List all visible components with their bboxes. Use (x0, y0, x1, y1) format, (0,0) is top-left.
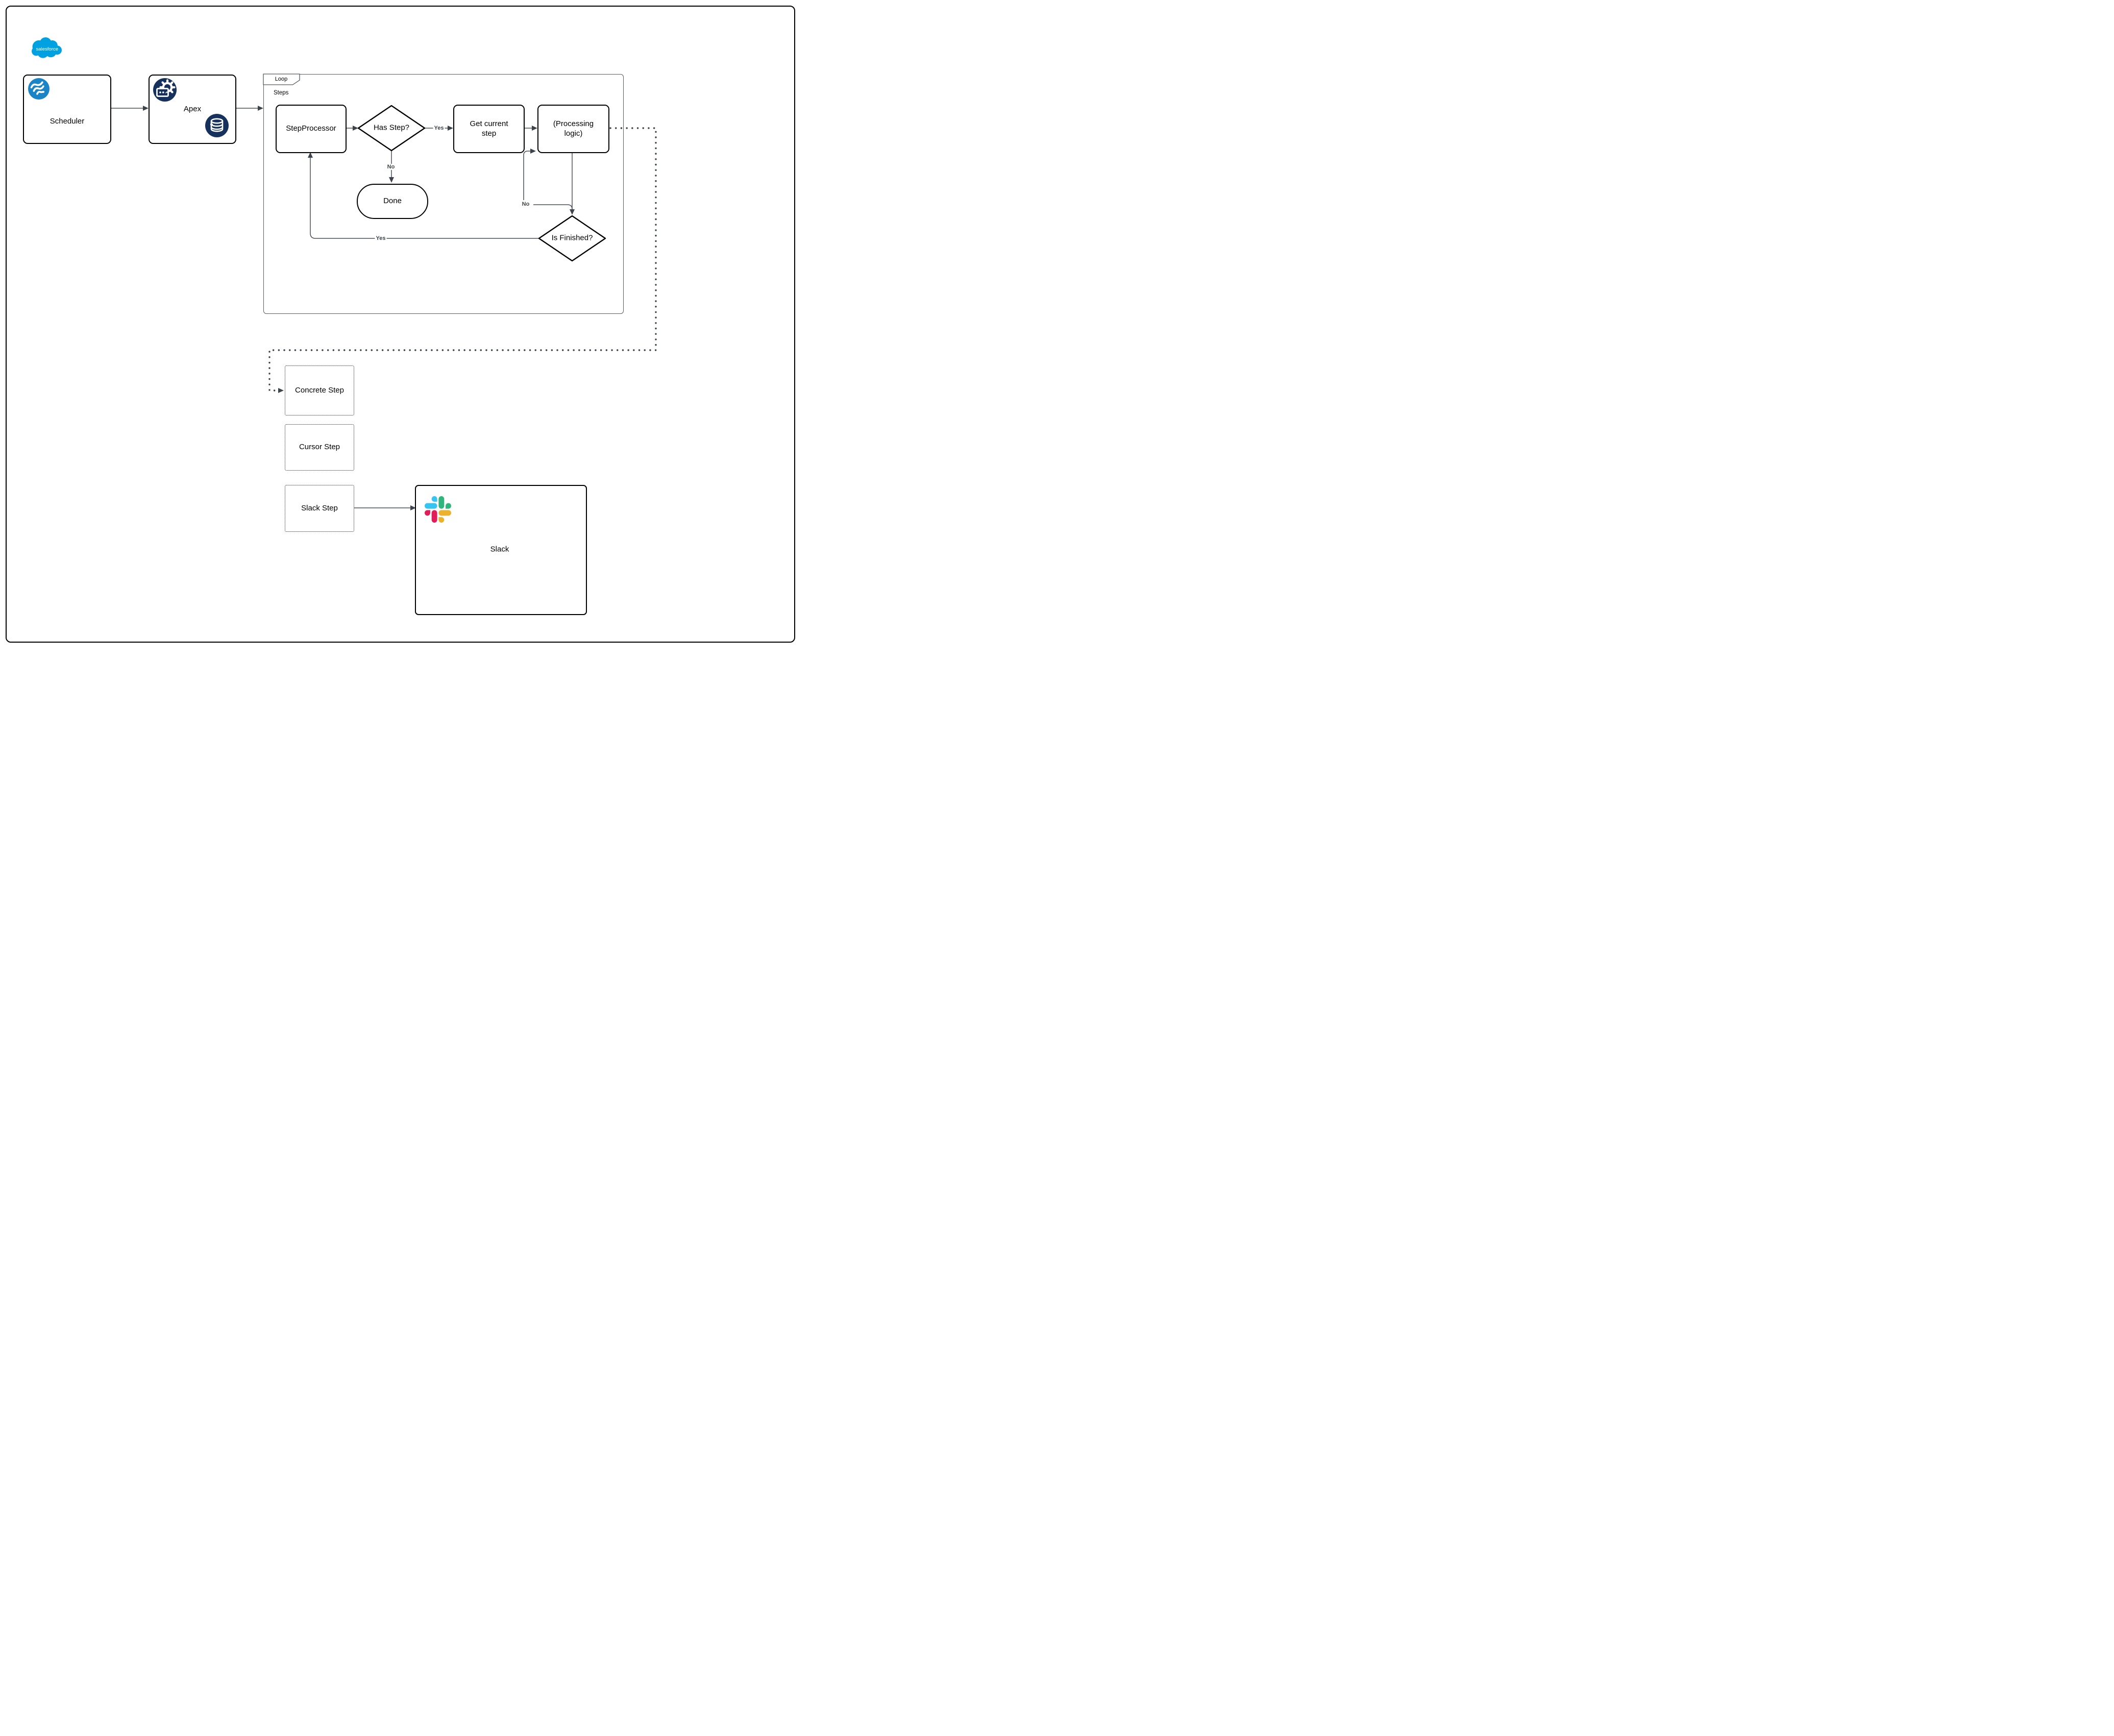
has-step-label: Has Step? (373, 123, 410, 132)
slack-logo-icon (425, 496, 451, 523)
scheduler-label: Scheduler (50, 116, 85, 126)
node-step-processor: StepProcessor (276, 105, 347, 153)
loop-tab-label: Loop (275, 76, 288, 82)
node-slack (415, 485, 587, 615)
node-done: Done (357, 184, 428, 219)
salesforce-wordmark: salesforce (36, 46, 58, 52)
edge-label-has-step-no: No (386, 163, 396, 170)
salesforce-cloud-icon: salesforce (32, 37, 62, 58)
is-finished-label: Is Finished? (551, 233, 593, 242)
edge-label-is-finished-no: No (521, 201, 531, 208)
loop-steps-label: Steps (274, 90, 289, 96)
slack-step-label: Slack Step (301, 503, 338, 512)
page-border (6, 6, 795, 643)
node-concrete-step: Concrete Step (285, 365, 354, 415)
scheduler-waves-icon (28, 78, 50, 100)
processing-logic-label: (Processing logic) (553, 119, 594, 138)
edge-label-is-finished-yes: Yes (375, 235, 387, 242)
apex-database-icon (205, 114, 229, 137)
node-slack-step: Slack Step (285, 485, 354, 532)
apex-label: Apex (183, 104, 202, 113)
get-current-step-label: Get current step (470, 119, 508, 138)
node-processing-logic: (Processing logic) (537, 105, 609, 153)
edge-label-has-step-yes: Yes (433, 125, 445, 132)
done-label: Done (383, 197, 402, 206)
step-processor-label: StepProcessor (286, 124, 336, 133)
concrete-step-label: Concrete Step (295, 385, 344, 395)
cursor-step-label: Cursor Step (299, 443, 340, 452)
node-cursor-step: Cursor Step (285, 424, 354, 471)
apex-gear-icon (153, 78, 177, 102)
node-get-current-step: Get current step (453, 105, 525, 153)
slack-label: Slack (490, 545, 509, 554)
diagram-canvas: salesforce Scheduler Apex (0, 0, 800, 657)
